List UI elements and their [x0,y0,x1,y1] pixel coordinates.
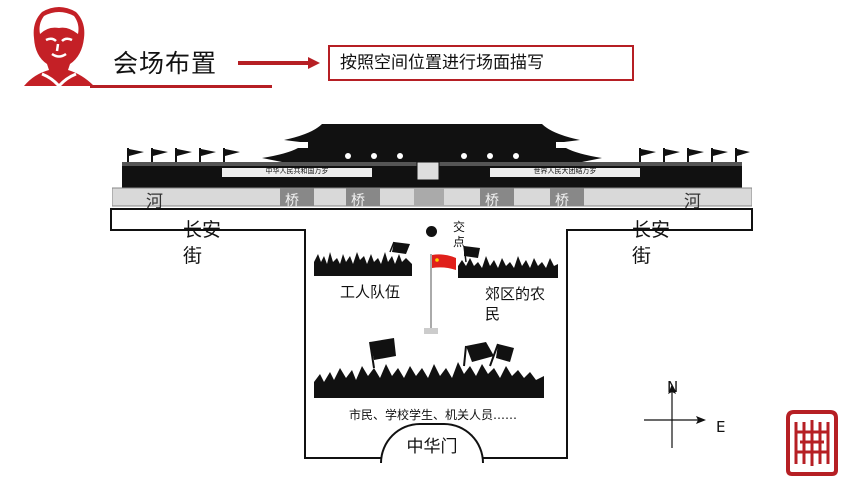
bridge-label: 桥 [485,193,499,209]
left-banner-text: 中华人民共和国万岁 [265,167,329,175]
bridge-label: 桥 [351,193,365,209]
crowd-icon [458,245,558,278]
portrait-frame [416,161,440,181]
right-banner-text: 世界人民大团结万岁 [533,167,597,175]
lower-roof [262,148,602,162]
page-title: 会场布置 [113,49,218,78]
south-gate: 中华门 [380,423,484,463]
river-label-right: 河 [684,192,701,212]
avenue-label-right: 长安街 [632,219,671,267]
seal-logo-icon [786,410,838,476]
title-underline [90,85,272,88]
red-arrow-icon [238,57,320,69]
upper-roof [284,124,580,142]
right-banner [490,168,640,177]
crowd-icon [314,338,544,398]
portrait-logo-icon [24,7,94,86]
river-label-left: 河 [146,192,163,212]
bridge-label: 桥 [285,193,299,209]
compass-icon [644,384,706,448]
farmers-label: 郊区的农民 [485,285,546,323]
intersection-dot [426,226,437,237]
flag-icon [424,254,456,334]
compass-north-label: N [667,378,679,396]
upper-hall [308,142,556,152]
citizens-label: 市民、学校学生、机关人员…… [348,408,517,422]
compass-east-label: E [716,418,726,436]
callout-box: 按照空间位置进行场面描写 [328,45,634,81]
intersection-label: 交点 [453,220,466,249]
tiananmen-gate [112,124,752,207]
left-banner [222,168,372,177]
bridge-label: 桥 [555,193,569,209]
workers-label: 工人队伍 [340,283,401,301]
avenue-label-left: 长安街 [183,219,222,267]
crowd-icon [314,241,412,276]
